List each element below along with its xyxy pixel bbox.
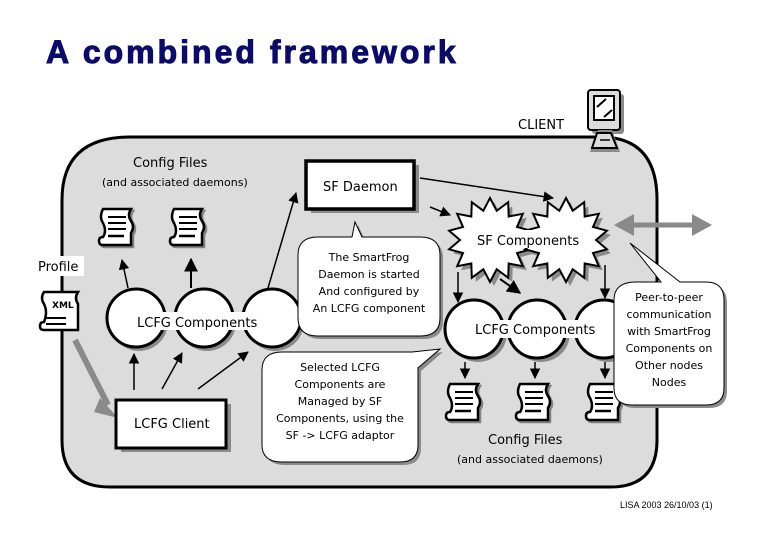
lcfg-client-box: LCFG Client (114, 398, 231, 452)
callout-line: Peer-to-peer (635, 291, 703, 304)
callout-line: Components on (626, 342, 713, 355)
lcfg-components-left-label: LCFG Components (137, 316, 257, 331)
lcfg-client-label: LCFG Client (134, 417, 210, 432)
peer-callout: Peer-to-peer communication with SmartFro… (613, 242, 727, 408)
xml-profile-icon: XML (38, 290, 81, 332)
lcfg-components-right: LCFG Components (443, 298, 637, 362)
config-file-icon (97, 207, 137, 249)
xml-label: XML (52, 301, 74, 311)
sf-components-label: SF Components (477, 234, 579, 249)
callout-line: Daemon is started (318, 268, 420, 281)
adaptor-callout: Selected LCFG Components are Managed by … (261, 348, 443, 465)
config-files-left-title: Config Files (133, 156, 208, 171)
profile-label: Profile (38, 260, 78, 275)
sf-daemon-box: SF Daemon (304, 159, 419, 213)
computer-icon (587, 89, 624, 152)
callout-line: The SmartFrog (328, 251, 410, 264)
callout-line: Nodes (652, 376, 687, 389)
lcfg-components-right-label: LCFG Components (475, 323, 595, 338)
callout-line: Selected LCFG (300, 361, 380, 374)
config-file-icon (168, 207, 208, 249)
slide-title: A combined framework (46, 34, 459, 71)
callout-line: communication (626, 308, 711, 321)
sf-daemon-label: SF Daemon (323, 180, 398, 195)
config-file-icon (444, 382, 484, 424)
lcfg-components-left: LCFG Components (105, 287, 304, 351)
config-file-icon (514, 382, 554, 424)
config-files-right-title: Config Files (488, 433, 563, 448)
peer-communication-arrow (614, 214, 712, 236)
callout-line: An LCFG component (313, 302, 426, 315)
profile-to-client-arrow (72, 338, 111, 407)
callout-line: Other nodes (635, 359, 703, 372)
daemon-callout: The SmartFrog Daemon is started And conf… (297, 220, 443, 339)
callout-line: Managed by SF (298, 395, 382, 408)
callout-line: Components are (295, 378, 386, 391)
callout-line: And configured by (319, 285, 420, 298)
callout-line: with SmartFrog (627, 325, 711, 338)
slide-footer: LISA 2003 26/10/03 (1) (620, 500, 713, 510)
callout-line: SF -> LCFG adaptor (286, 429, 395, 442)
client-label: CLIENT (518, 118, 564, 133)
callout-line: Components, using the (276, 412, 404, 425)
config-files-right-subtitle: (and associated daemons) (457, 453, 603, 466)
config-files-left-subtitle: (and associated daemons) (102, 176, 248, 189)
